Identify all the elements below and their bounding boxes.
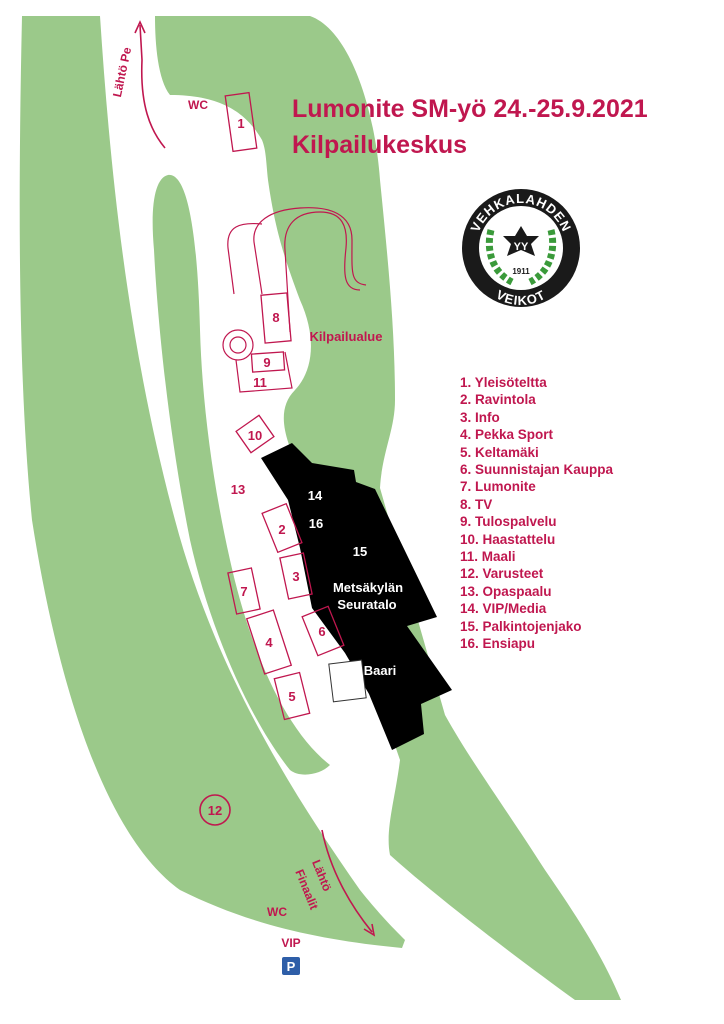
logo-monogram: YY [514,241,529,253]
arrow-start-pe [139,24,166,149]
legend-item: 3. Info [460,409,500,425]
legend-item: 6. Suunnistajan Kauppa [460,462,614,478]
wc-bottom-label: WC [267,905,287,919]
label-14: 14 [308,488,323,503]
building-name-line1: Metsäkylän [333,580,403,595]
competition-area-outline-inner [253,207,367,295]
logo-star-badge [503,226,539,256]
legend-item: 16. Ensiapu [460,636,536,652]
wc-top-label: WC [188,98,208,112]
legend-item: 5. Keltamäki [460,444,539,460]
legend-item: 4. Pekka Sport [460,427,554,443]
legend-item: 15. Palkintojenjako [460,618,582,634]
tent-5 [273,671,311,721]
legend-item: 11. Maali [460,549,516,565]
tent-1 [224,91,258,153]
legend-item: 10. Haastattelu [460,531,556,547]
competition-area-outline [284,211,361,333]
tent-3 [279,552,313,600]
building-name-line2: Seuratalo [337,597,396,612]
label-8: 8 [272,310,279,325]
tent-7 [227,567,261,615]
label-4: 4 [265,635,273,650]
label-9: 9 [263,355,270,370]
competition-area-loop [227,222,263,295]
tent-10 [235,414,275,454]
label-13: 13 [231,482,245,497]
legend-item: 12. Varusteet [460,566,544,582]
club-logo: YY 1911 VEHKALAHDEN VEIKOT [462,189,580,308]
legend-item: 14. VIP/Media [460,601,547,617]
label-6: 6 [318,624,325,639]
label-16: 16 [309,516,323,531]
label-7: 7 [240,584,247,599]
bar-label: Baari [364,663,397,678]
tent-4 [245,609,293,675]
tent-6 [301,605,345,657]
label-1: 1 [237,116,244,131]
marker-12-circle [199,794,231,826]
tent-8 [260,292,292,344]
arrow-start-finals [321,829,373,933]
bar-box [328,659,367,703]
label-12: 12 [208,803,222,818]
arrow-start-pe-head [134,20,146,34]
finish-circle-inner [229,336,247,354]
label-15: 15 [353,544,367,559]
label-11: 11 [253,375,267,390]
label-3: 3 [292,569,299,584]
legend: 1. Yleisöteltta 2. Ravintola 3. Info 4. … [460,374,613,653]
building-seuratalo [261,443,452,750]
forest-west [19,16,405,948]
page-subtitle: Kilpailukeskus [292,131,468,159]
arrow-start-finals-head [363,923,376,937]
legend-item: 13. Opaspaalu [460,583,552,599]
label-10: 10 [248,428,262,443]
start-pe-label: Lähtö Pe [110,46,134,99]
tent-9 [250,351,286,373]
parking-sign [282,957,300,975]
legend-item: 9. Tulospalvelu [460,514,557,530]
competition-area-label: Kilpailualue [310,329,383,344]
logo-year: 1911 [512,267,530,276]
legend-item: 2. Ravintola [460,392,536,408]
legend-item: 1. Yleisöteltta [460,375,547,390]
logo-bottom-text: VEIKOT [494,287,548,308]
label-5: 5 [288,689,295,704]
parking-label: P [287,959,296,974]
finish-circle-outer [222,329,254,361]
finish-lane [235,351,293,393]
legend-item: 7. Lumonite [460,479,536,495]
page-title: Lumonite SM-yö 24.-25.9.2021 [292,95,648,123]
legend-item: 8. TV [460,496,493,512]
vip-label: VIP [281,936,300,950]
forest-island [152,174,330,775]
tent-2 [261,502,303,554]
label-2: 2 [278,522,285,537]
